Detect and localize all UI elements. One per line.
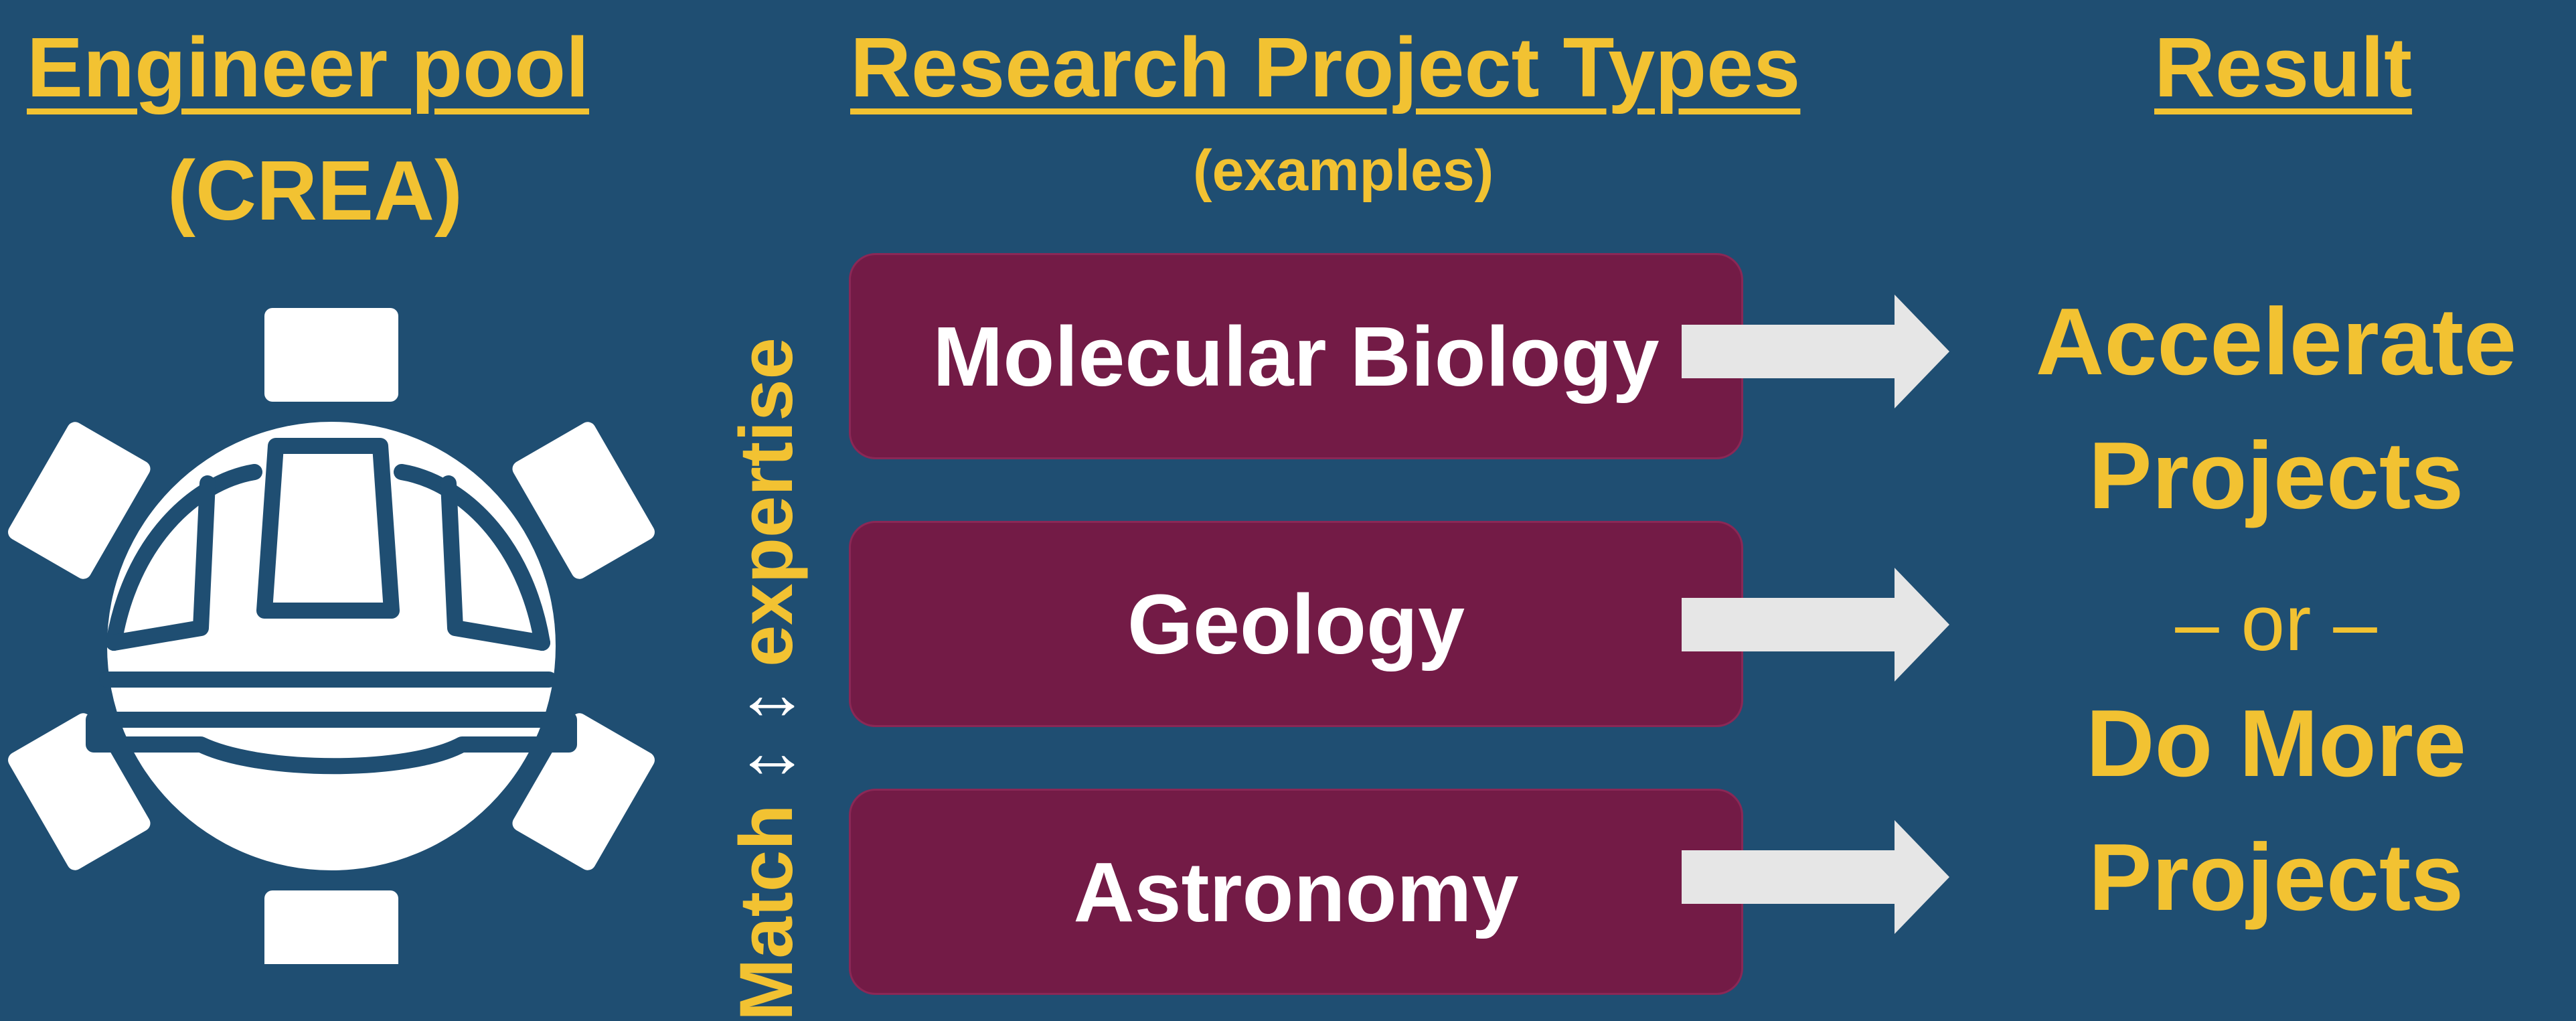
gear-tooth	[264, 890, 398, 964]
engineer-pool-heading: Engineer pool	[27, 20, 590, 114]
match-symbol: ↕ ↕	[724, 688, 808, 784]
gear-tooth	[8, 713, 151, 870]
examples-label: (examples)	[1193, 139, 1494, 203]
project-label: Geology	[1127, 576, 1465, 672]
result-projects-1: Projects	[2088, 422, 2464, 529]
result-projects-2: Projects	[2088, 824, 2464, 931]
gear-tooth	[8, 422, 151, 579]
match-expertise-label: Match ↕ ↕ expertise	[724, 337, 808, 1021]
result-do-more: Do More	[2086, 690, 2466, 797]
match-label: Match	[724, 804, 808, 1021]
crea-label: (CREA)	[167, 143, 463, 238]
project-box-molecular-biology: Molecular Biology	[849, 253, 1743, 459]
hard-hat	[86, 438, 577, 775]
gear-tooth	[512, 422, 655, 579]
gear-tooth	[512, 713, 655, 870]
result-or: – or –	[2175, 579, 2377, 667]
right-arrow-icon	[1682, 820, 1949, 934]
project-box-astronomy: Astronomy	[849, 789, 1743, 995]
right-arrow-icon	[1682, 295, 1949, 408]
gear-tooth	[264, 308, 398, 402]
result-accelerate: Accelerate	[2035, 289, 2517, 395]
expertise-label: expertise	[724, 337, 808, 667]
project-label: Astronomy	[1073, 844, 1519, 939]
result-heading: Result	[2154, 20, 2413, 114]
project-box-geology: Geology	[849, 521, 1743, 727]
project-label: Molecular Biology	[933, 309, 1660, 404]
hard-hat-gear-icon	[8, 308, 655, 964]
right-arrow-icon	[1682, 568, 1949, 682]
research-project-types-heading: Research Project Types	[850, 20, 1801, 114]
